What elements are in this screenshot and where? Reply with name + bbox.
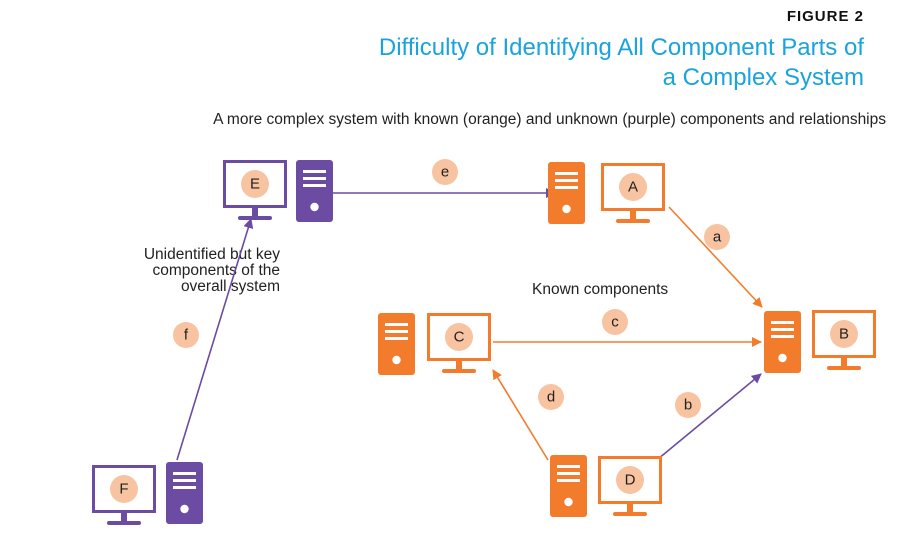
node-label-d: D (625, 472, 636, 489)
edge-c: c (493, 309, 762, 347)
edge-label-c: c (611, 314, 619, 331)
monitor-icon (812, 310, 876, 370)
figure-subtitle: A more complex system with known (orange… (213, 111, 886, 128)
edge-label-d: d (547, 389, 555, 406)
edge-f: f (173, 218, 254, 461)
node-badge-f (110, 475, 138, 503)
unknown-note-line-2: components of the (152, 262, 280, 279)
server-tower-icon (548, 162, 585, 224)
node-f: F (92, 462, 203, 525)
figure-title: Difficulty of Identifying All Component … (379, 33, 864, 93)
edge-line-a (668, 206, 763, 308)
server-tower-icon (166, 462, 203, 524)
node-badge-c (445, 323, 473, 351)
edge-line-f (176, 218, 254, 461)
node-label-e: E (250, 176, 260, 193)
figure-title-line-2: a Complex System (662, 64, 864, 91)
node-badge-e (241, 170, 269, 198)
node-c: C (378, 313, 491, 375)
node-a: A (548, 162, 665, 224)
figure-title-line-1: Difficulty of Identifying All Component … (378, 34, 864, 61)
node-label-f: F (119, 481, 128, 498)
edge-badge-d (538, 384, 564, 410)
edge-badge-c (602, 309, 628, 335)
edge-e: e (333, 159, 556, 198)
edge-b: b (657, 373, 762, 460)
edge-badge-b (675, 392, 701, 418)
edge-d: d (492, 369, 564, 461)
edge-label-b: b (684, 397, 692, 414)
server-tower-icon (550, 455, 587, 517)
edge-line-b (657, 373, 762, 460)
node-e: E (223, 160, 333, 222)
node-b: B (764, 310, 876, 373)
node-badge-d (616, 466, 644, 494)
server-tower-icon (378, 313, 415, 375)
edge-label-e: e (441, 164, 449, 181)
nodes-layer: A B C D E F (92, 160, 876, 525)
edge-a: a (668, 206, 763, 308)
unknown-note-line-1: Unidentified but key (143, 246, 280, 263)
node-label-b: B (839, 326, 849, 343)
node-badge-a (619, 173, 647, 201)
server-tower-icon (764, 311, 801, 373)
edge-badge-e (432, 159, 458, 185)
node-badge-b (830, 320, 858, 348)
edge-line-d (492, 369, 549, 461)
node-label-c: C (454, 329, 465, 346)
figure-label: FIGURE 2 (786, 8, 864, 25)
server-tower-icon (296, 160, 333, 222)
monitor-icon (92, 465, 156, 525)
edge-label-f: f (184, 327, 189, 344)
edge-label-a: a (713, 229, 722, 246)
known-components-note: Known components (532, 281, 669, 298)
node-d: D (550, 455, 662, 517)
edge-badge-a (704, 224, 730, 250)
node-label-a: A (628, 179, 638, 196)
edge-badge-f (173, 322, 199, 348)
edges-layer: e a c b d f (173, 159, 763, 461)
